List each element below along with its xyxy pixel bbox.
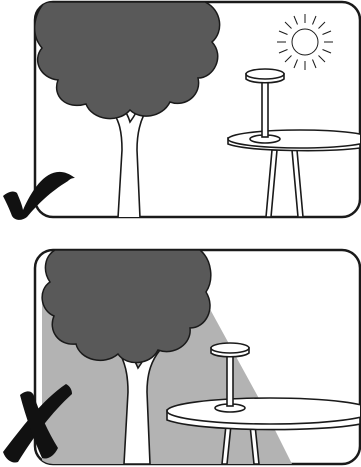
panel-correct: [3, 2, 361, 220]
panel-incorrect: [3, 250, 361, 464]
sun-icon: [277, 14, 333, 70]
